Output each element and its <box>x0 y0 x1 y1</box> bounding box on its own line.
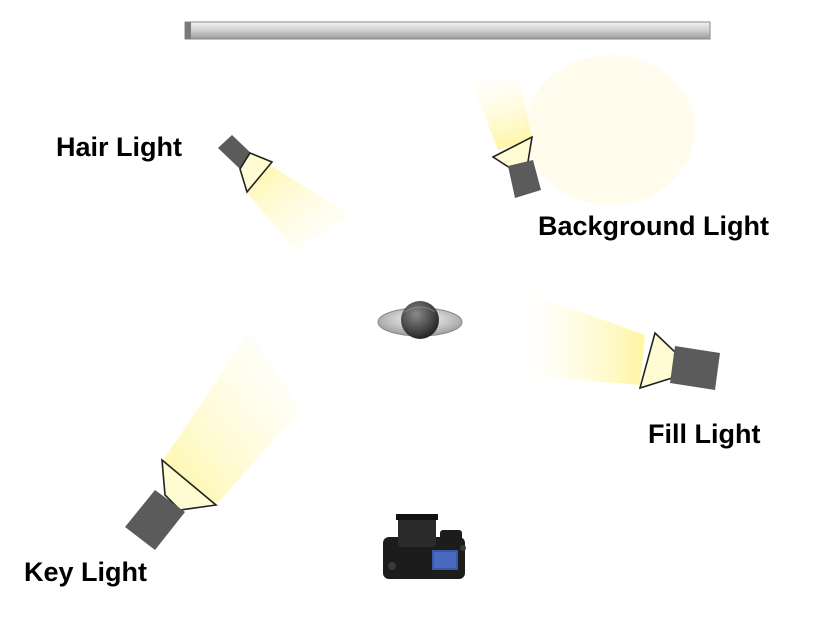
background-light-icon <box>491 135 541 198</box>
background-light-label: Background Light <box>538 211 769 241</box>
subject-icon <box>377 301 463 339</box>
background-glow <box>525 55 695 205</box>
camera-icon <box>383 514 466 579</box>
hair-light-label: Hair Light <box>56 132 182 162</box>
background-light-beam <box>470 78 532 150</box>
fill-light-label: Fill Light <box>648 419 761 449</box>
backdrop-bar <box>184 21 711 40</box>
key-light-label: Key Light <box>24 557 148 587</box>
hair-light-beam <box>245 165 350 250</box>
hair-light-icon <box>218 135 274 194</box>
fill-light-beam <box>520 290 645 385</box>
key-light-icon <box>125 458 218 550</box>
fill-light-icon <box>638 331 720 390</box>
key-light-beam <box>162 330 300 505</box>
